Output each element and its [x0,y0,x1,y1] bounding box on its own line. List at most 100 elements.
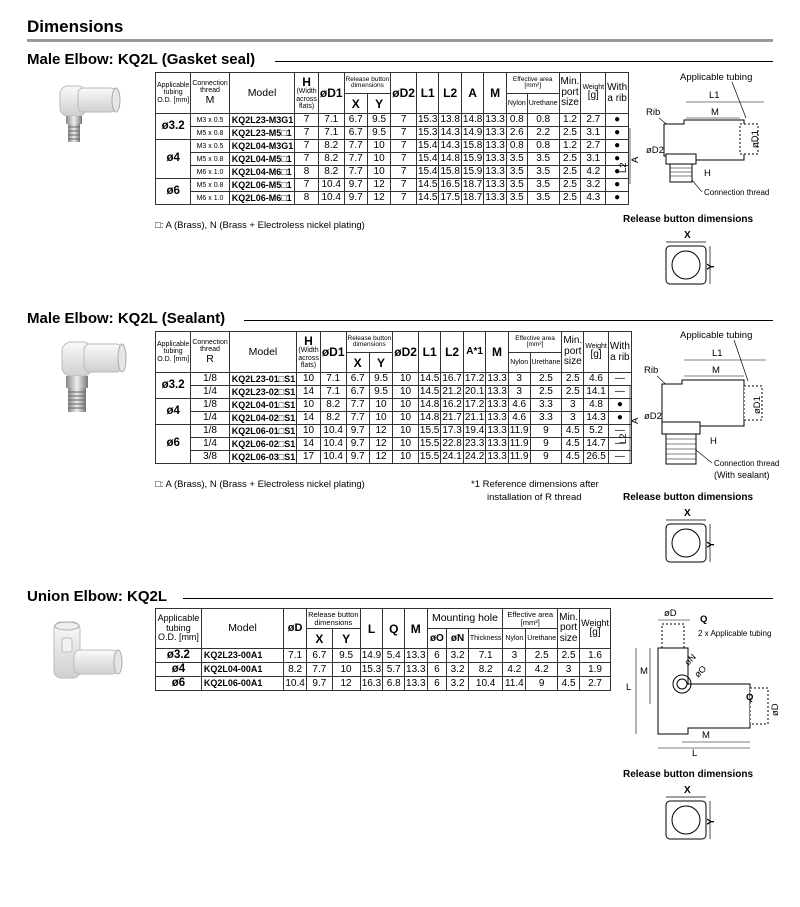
table-cell: 8.2 [317,139,345,153]
table-cell: 15.5 [417,450,442,464]
diagram-sealant: Applicable tubing L1 M Rib øD2 øD1 L2 A … [618,330,779,480]
table-cell: KQ2L23-M5□1 [228,126,296,140]
table-cell: 7 [294,113,319,127]
header-nylon: Nylon [507,352,531,373]
table-cell: 13.3 [485,437,509,451]
table-cell: 2.5 [558,191,582,205]
table-cell: 7 [390,165,417,179]
table-cell: 10.4 [317,178,345,192]
table-cell: 11.9 [507,424,531,438]
table-cell: 3 [561,398,585,412]
svg-text:2 x Applicable tubing: 2 x Applicable tubing [698,629,771,638]
table-cell: 6.7 [345,385,370,399]
table-cell: 2.7 [579,676,611,691]
table-cell: 3.1 [580,126,607,140]
note-material-sealant: □: A (Brass), N (Brass + Electroless nic… [155,479,365,490]
table-cell: 10 [366,152,392,166]
table-cell: 11.4 [502,676,527,691]
header-urethane: Urethane [525,628,559,649]
table-cell: 18.7 [460,178,485,192]
table-cell: 12 [331,676,361,691]
table-cell: 9 [529,450,563,464]
table-cell: 5.7 [382,662,406,677]
header-a: A [460,72,485,114]
table-cell: 6.8 [382,676,406,691]
table-cell: 14.7 [583,437,609,451]
table-cell: 4.3 [580,191,607,205]
table-cell: 10.4 [283,676,308,691]
table-cell: 10 [368,398,394,412]
table-cell: 14.9 [460,126,485,140]
svg-text:M: M [712,365,720,376]
header-o: øO [426,628,448,649]
table-cell: 15.8 [460,139,485,153]
table-cell: 15.5 [417,437,442,451]
table-cell: 14.1 [583,385,609,399]
table-cell: 13.3 [404,648,428,663]
table-cell: 7 [390,191,417,205]
header-x: X [345,352,370,373]
table-cell: 4.2 [525,662,559,677]
header-y: Y [331,628,361,649]
table-cell: 2.5 [557,648,581,663]
table-cell: 10.4 [319,424,347,438]
table-cell: 2.5 [558,152,582,166]
table-cell: 10 [296,372,321,386]
table-cell: KQ2L06-01□S1 [228,424,298,438]
table-cell: 14 [296,437,321,451]
table-cell: 7 [390,178,417,192]
header-n: øN [446,628,469,649]
table-cell: 10 [331,662,361,677]
table-cell: M3 x 0.5 [190,139,230,153]
svg-text:øD: øD [770,703,781,716]
table-cell: KQ2L23-02□S1 [228,385,298,399]
table-cell: 19.4 [462,424,487,438]
table-cell: 10 [392,437,419,451]
table-cell: 7 [390,126,417,140]
cell-tubing-od: ø6 [154,424,192,464]
table-cell: 9 [529,437,563,451]
table-cell: 8.2 [319,411,347,425]
svg-text:A: A [630,156,641,163]
table-cell: KQ2L23-01□S1 [228,372,298,386]
table-cell: 3.5 [526,191,560,205]
table-cell: KQ2L04-M5□1 [228,152,296,166]
table-cell: KQ2L06-02□S1 [228,437,298,451]
table-cell: 7.7 [343,152,368,166]
table-cell: 12 [368,450,394,464]
header-y: Y [366,93,392,114]
header-urethane: Urethane [529,352,563,373]
section-rule [183,598,773,599]
table-cell: 6.7 [343,126,368,140]
table-cell: 3.5 [505,152,528,166]
table-cell: 3 [507,385,531,399]
table-cell: 15.3 [359,662,384,677]
table-cell: 3.5 [526,152,560,166]
table-cell: 2.5 [558,178,582,192]
svg-text:M: M [702,730,710,741]
table-cell: 3.2 [446,676,469,691]
header-effective-area: Effective area[mm²] [505,72,560,94]
table-cell: 14 [296,385,321,399]
table-cell: 7 [294,178,319,192]
table-cell: 3.5 [505,178,528,192]
table-cell: 13.3 [483,113,507,127]
table-cell: 9.7 [345,437,370,451]
table-cell: 3.5 [526,165,560,179]
table-cell: 15.3 [415,113,440,127]
svg-text:øD2: øD2 [646,145,664,156]
table-cell: 13.3 [485,424,509,438]
table-cell: 2.5 [558,165,582,179]
